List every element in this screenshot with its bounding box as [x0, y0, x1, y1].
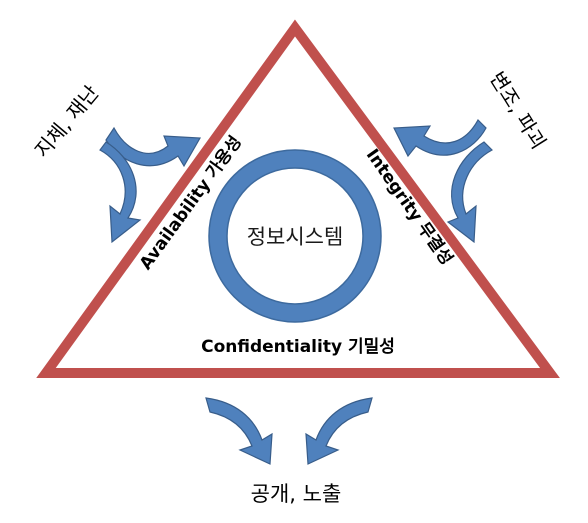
curved-arrow-icon: [305, 397, 373, 465]
curved-arrow-icon: [446, 141, 493, 244]
threat-bottom-label: 공개, 노출: [251, 482, 342, 506]
ring-outer-edge: [208, 149, 382, 323]
curved-arrow-icon: [205, 397, 273, 465]
information-system-ring: [209, 150, 381, 322]
confidentiality-label: Confidentiality 기밀성: [201, 336, 395, 357]
threat-left-label: 지체, 재난: [30, 81, 104, 163]
center-label: 정보시스템: [247, 225, 344, 249]
curved-arrow-icon: [99, 141, 142, 244]
threat-right-label: 변조, 파괴: [485, 67, 551, 153]
curved-arrow-icon: [393, 119, 487, 158]
triad-triangle: [36, 19, 560, 378]
ring-inner-edge: [226, 167, 364, 305]
